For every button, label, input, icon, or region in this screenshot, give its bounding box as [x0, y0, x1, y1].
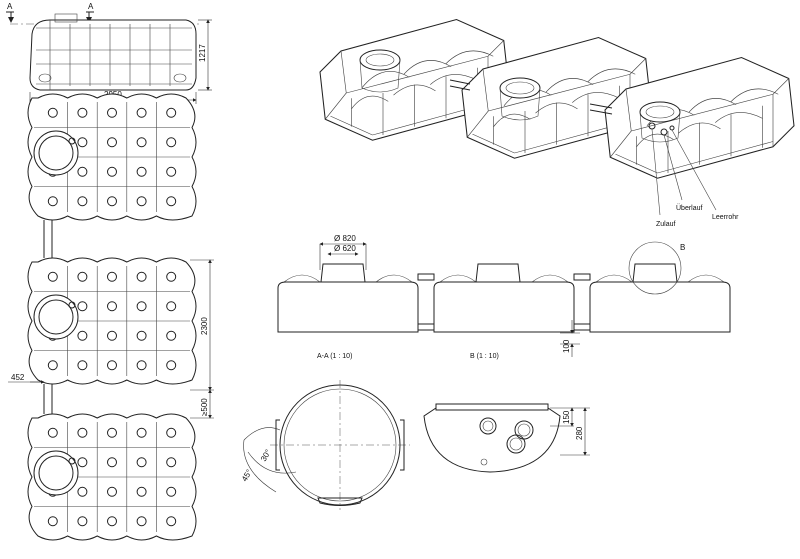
label-overflow: Überlauf	[676, 204, 703, 212]
detail-b-title: B (1 : 10)	[470, 353, 499, 360]
dim-150: 150	[562, 410, 571, 424]
dim-280: 280	[575, 426, 584, 440]
side-view: Ø 820 Ø 620 B 100	[277, 234, 731, 357]
section-mark-left: A	[7, 2, 13, 11]
isometric-view: Überlauf Zulauf Leerrohr	[319, 18, 795, 228]
section-mark-right: A	[88, 2, 94, 11]
dim-offset: 452	[11, 373, 25, 382]
dim-outer-dia: Ø 820	[334, 234, 356, 243]
elevation-view: A A 2950 1217	[6, 2, 212, 104]
dim-bottom: 100	[562, 339, 571, 353]
dim-height: 1217	[198, 44, 207, 62]
label-drain: Leerrohr	[712, 214, 739, 221]
section-aa: A-A (1 : 10) 30° 45°	[240, 353, 410, 510]
dim-tank-spacing: 2300	[200, 317, 209, 335]
detail-mark-b: B	[680, 243, 685, 252]
dim-min-gap: ≥500	[200, 398, 209, 416]
dim-inner-dia: Ø 620	[334, 244, 356, 253]
label-inlet: Zulauf	[656, 221, 676, 228]
angle-30: 30°	[259, 448, 273, 463]
section-aa-title: A-A (1 : 10)	[317, 353, 352, 360]
plan-dimensions: 2300 ≥500 452	[8, 259, 214, 419]
detail-b: B (1 : 10) 150 280	[423, 353, 590, 473]
plan-view	[27, 93, 197, 541]
